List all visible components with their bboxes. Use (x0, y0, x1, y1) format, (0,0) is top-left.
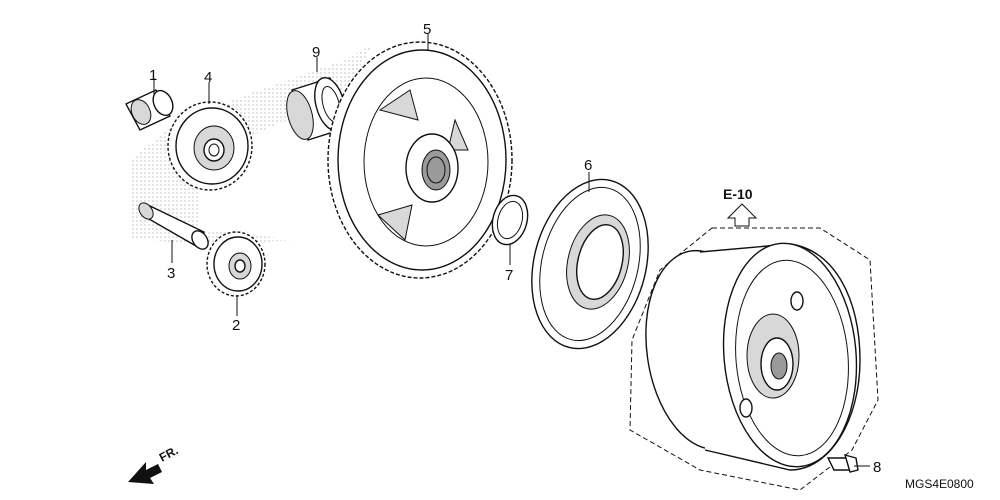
part-2-gear[interactable] (206, 231, 266, 297)
callout-2: 2 (232, 317, 240, 334)
callout-5: 5 (423, 21, 431, 38)
part-3-pin[interactable] (136, 200, 212, 252)
callout-7: 7 (505, 267, 513, 284)
part-6-one-way-clutch[interactable] (515, 167, 665, 361)
part-7-washer[interactable] (487, 191, 533, 248)
callout-8: 8 (873, 459, 881, 476)
callout-4: 4 (204, 69, 212, 86)
front-label: FR. (157, 443, 181, 464)
e10-assembly-boundary (629, 227, 879, 491)
part-5-driven-gear[interactable] (327, 41, 513, 279)
flywheel-rotor[interactable] (634, 238, 866, 473)
front-direction-indicator: FR. (128, 443, 180, 484)
leader-lines (153, 34, 870, 467)
part-4-gear[interactable] (167, 101, 253, 191)
diagram-code: MGS4E0800 (905, 477, 974, 491)
callout-1: 1 (149, 67, 157, 84)
part-8-bolt[interactable] (826, 453, 859, 473)
part-1-pin[interactable] (125, 87, 177, 131)
front-arrow-icon (128, 462, 162, 484)
e10-reference[interactable]: E-10 (723, 186, 758, 227)
callout-9: 9 (312, 44, 320, 61)
callout-6: 6 (584, 157, 592, 174)
callout-3: 3 (167, 265, 175, 282)
reference-label: E-10 (723, 186, 753, 202)
callout-labels: 1 2 3 4 5 6 7 8 9 (149, 21, 881, 476)
up-arrow-icon (726, 203, 758, 227)
